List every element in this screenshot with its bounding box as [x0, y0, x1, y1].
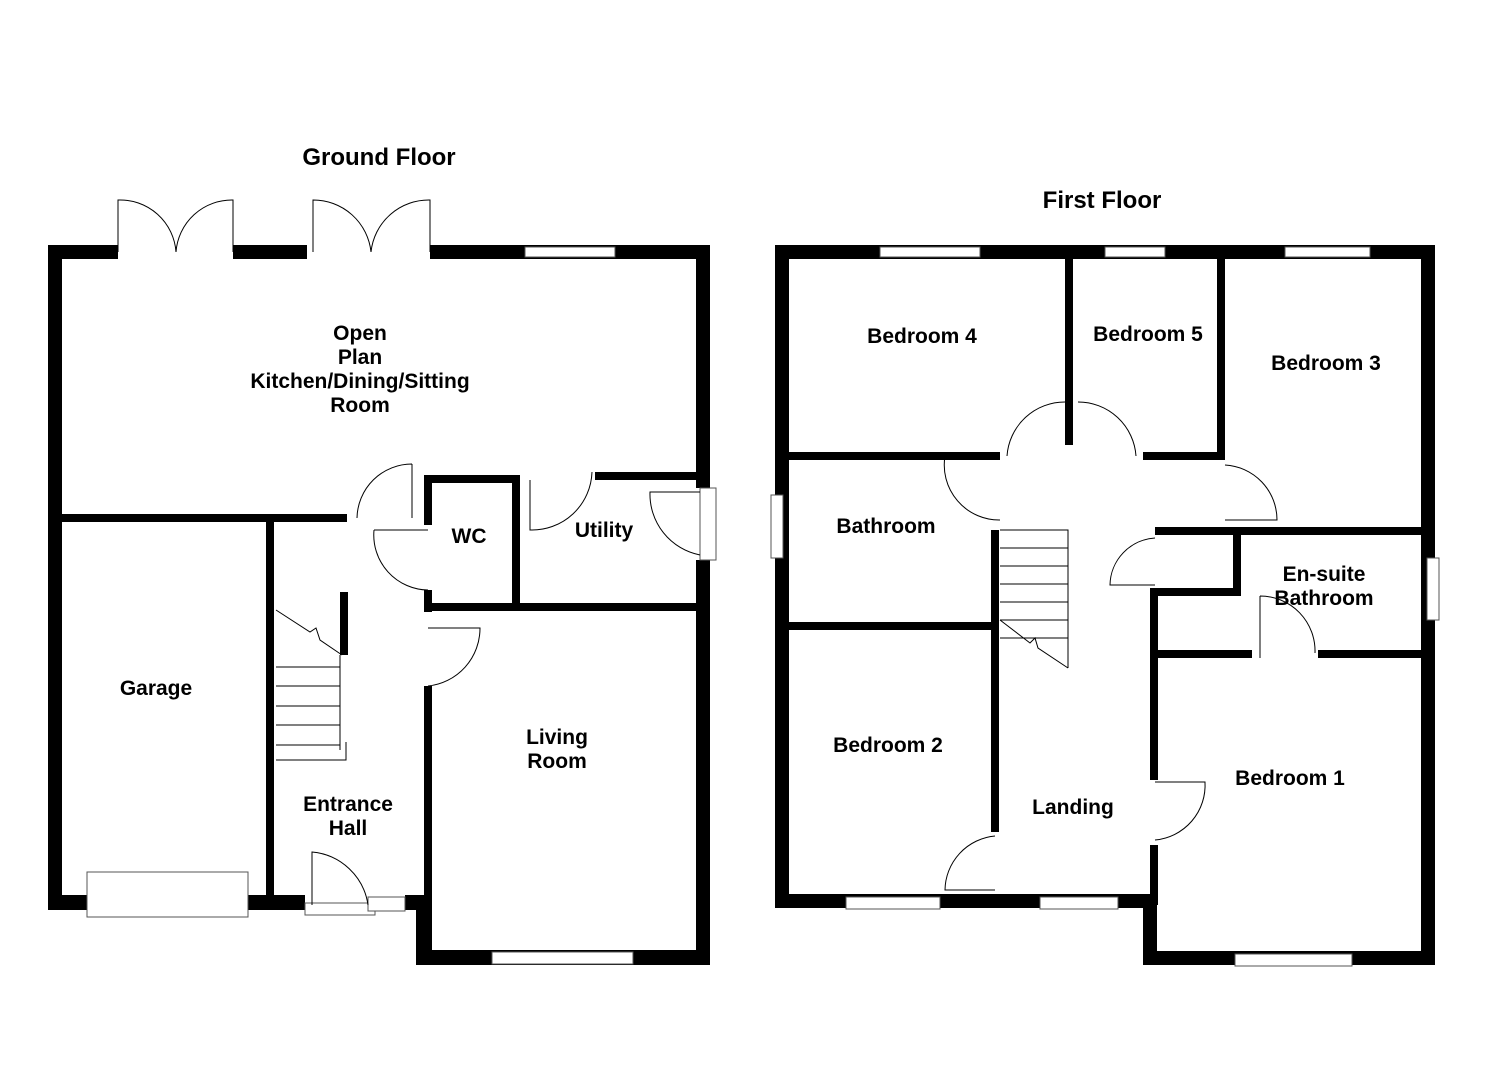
window [524, 246, 616, 258]
label-line: Plan [337, 346, 383, 369]
room-label-bedroom4: Bedroom 4 [867, 325, 977, 348]
label-line: Room [527, 750, 587, 773]
door-swing [356, 463, 413, 519]
label-line: Entrance [303, 793, 393, 816]
door-swing [1259, 595, 1316, 658]
room-label-bedroom1: Bedroom 1 [1235, 767, 1345, 790]
window [1426, 557, 1440, 621]
window [770, 494, 784, 559]
window [845, 896, 941, 910]
window [367, 896, 406, 912]
door-swing [373, 529, 429, 591]
window [1234, 953, 1353, 967]
window [879, 246, 981, 258]
room-label-living: Living Room [526, 726, 588, 774]
door-swing [1224, 464, 1278, 521]
french-doors [117, 199, 234, 253]
front-door-frame [304, 902, 376, 916]
door-swing [311, 851, 369, 906]
room-label-hall: Entrance Hall [303, 793, 393, 841]
label-line: Kitchen/Dining/Sitting [250, 370, 470, 393]
label-line: En-suite [1282, 563, 1366, 586]
room-label-landing: Landing [1032, 796, 1114, 819]
garage-door [86, 871, 249, 918]
room-label-bedroom3: Bedroom 3 [1271, 352, 1381, 375]
label-line: Room [330, 394, 390, 417]
room-label-garage: Garage [119, 677, 193, 700]
ground-floor-title: Ground Floor [302, 144, 456, 171]
room-label-bedroom2: Bedroom 2 [833, 734, 943, 757]
label-line: Bathroom [1274, 587, 1374, 610]
staircase [275, 609, 347, 761]
first-floor-title: First Floor [1042, 187, 1162, 214]
label-line: Open [333, 322, 387, 345]
room-label-bedroom5: Bedroom 5 [1093, 323, 1203, 346]
window [491, 951, 634, 965]
door-swing [427, 627, 481, 687]
side-door-frame [699, 487, 717, 561]
door-swing [649, 491, 701, 556]
window [1284, 246, 1371, 258]
room-label-wc: WC [451, 525, 487, 548]
french-doors [312, 199, 431, 253]
label-line: Hall [328, 817, 368, 840]
room-label-kitchen: Open Plan Kitchen/Dining/Sitting Room [250, 322, 469, 418]
room-label-utility: Utility [574, 519, 634, 542]
door-swing [1154, 781, 1206, 841]
door-swing [529, 471, 593, 531]
ground-floor-fixtures [86, 199, 717, 965]
window [1104, 246, 1166, 258]
room-label-bathroom: Bathroom [836, 515, 936, 538]
label-line: Living [526, 726, 588, 749]
staircase [999, 529, 1069, 669]
door-swing [944, 835, 996, 891]
door-swing [1006, 401, 1137, 457]
door-swing [943, 455, 1001, 521]
first-floor-fixtures [770, 246, 1440, 967]
window [1039, 896, 1119, 910]
room-label-ensuite: En-suite Bathroom [1274, 563, 1373, 611]
door-swing [1109, 537, 1156, 586]
